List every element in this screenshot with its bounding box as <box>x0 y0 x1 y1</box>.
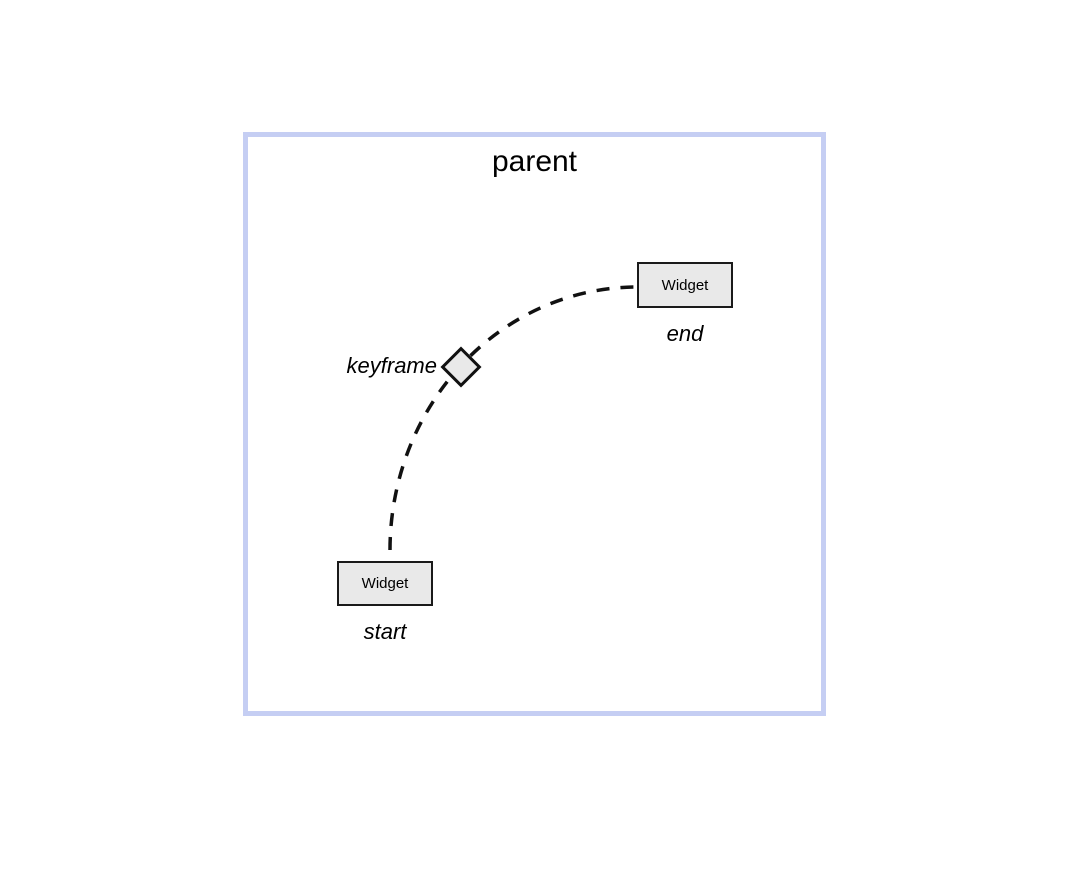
start-widget-node: Widget <box>337 561 433 606</box>
end-caption: end <box>666 321 704 346</box>
end-widget-node: Widget <box>637 262 733 308</box>
keyframe-label: keyframe <box>346 353 437 378</box>
parent-title: parent <box>491 145 578 178</box>
start-caption: start <box>363 619 407 644</box>
parent-container-box <box>243 132 826 716</box>
